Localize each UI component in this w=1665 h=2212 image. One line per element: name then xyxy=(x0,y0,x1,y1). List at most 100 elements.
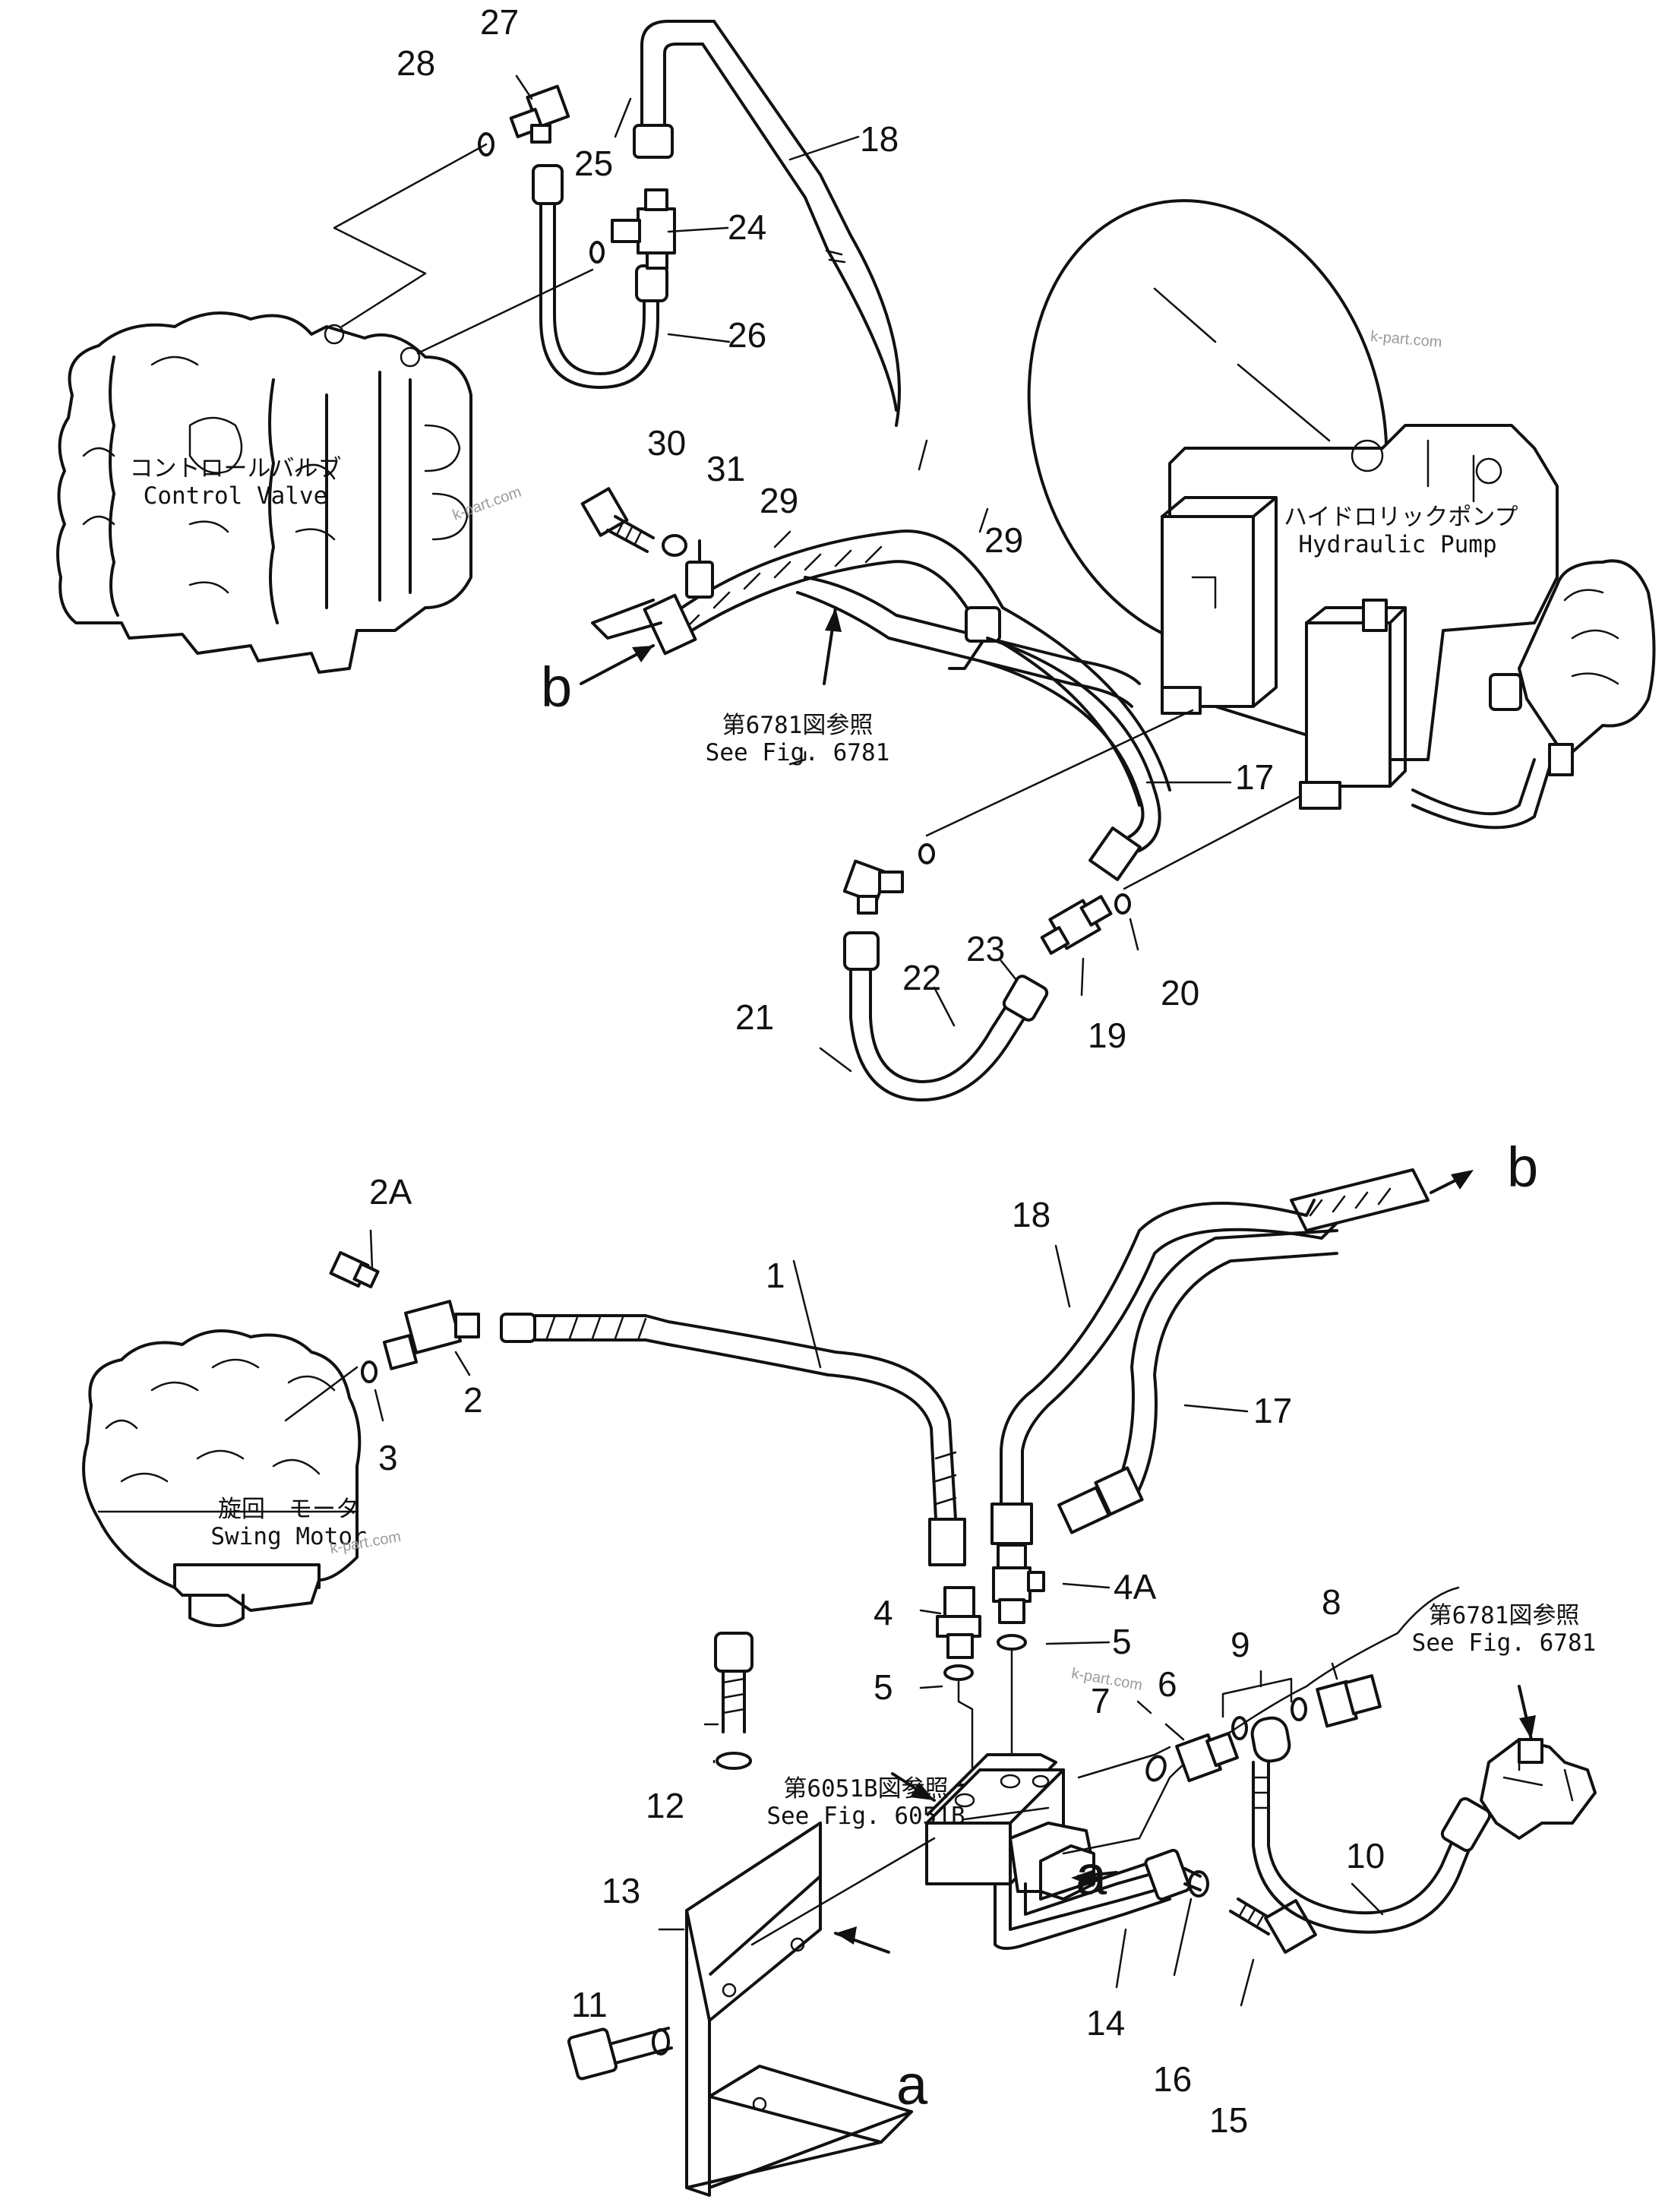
leader-3 xyxy=(284,1366,359,1422)
leader-20 xyxy=(1123,795,1302,890)
hose-18-top xyxy=(633,20,901,427)
o-ring-5-left xyxy=(943,1664,974,1681)
swing-motor xyxy=(82,1329,362,1627)
hose-1 xyxy=(500,1313,966,1566)
callout-31: 31 xyxy=(706,449,746,488)
adapter-6 xyxy=(1175,1731,1239,1783)
callout-4: 4 xyxy=(874,1593,893,1632)
callout-5-right: 5 xyxy=(1112,1622,1132,1661)
o-ring-20 xyxy=(1114,893,1131,915)
callout-leaders xyxy=(369,74,1384,2007)
bracket-11 xyxy=(685,1822,913,2197)
callout-20: 20 xyxy=(1161,973,1200,1013)
ref-fig-6781-right-en: See Fig. 6781 xyxy=(1411,1629,1597,1657)
label-hydraulic-pump: ハイドロリックポンプ Hydraulic Pump xyxy=(1284,504,1518,558)
callout-a-top: a xyxy=(1076,1844,1107,1907)
mounting-bolt xyxy=(567,2027,673,2081)
label-control-valve: コントロールバルブ Control Valve xyxy=(122,455,349,510)
callout-8: 8 xyxy=(1322,1582,1341,1622)
washer-16 xyxy=(1188,1870,1209,1898)
callout-18-top: 18 xyxy=(860,119,899,159)
o-ring-9-left xyxy=(1231,1716,1248,1740)
label-control-valve-en: Control Valve xyxy=(143,482,328,510)
hose-21 xyxy=(843,931,1049,1102)
arrow-a-bottom-head xyxy=(836,1926,857,1945)
callout-28: 28 xyxy=(397,43,436,83)
callout-2a: 2A xyxy=(369,1172,412,1212)
clamp-29-left xyxy=(685,539,714,599)
pressure-switch xyxy=(1480,1738,1597,1840)
leader-5-left xyxy=(957,1679,974,1771)
ref-arrow-6051b-head xyxy=(910,1782,934,1800)
callout-29-left: 29 xyxy=(760,481,799,520)
callout-14: 14 xyxy=(1086,2003,1126,2043)
connector-4 xyxy=(936,1586,981,1659)
callout-16: 16 xyxy=(1153,2059,1193,2099)
label-hydraulic-pump-jp: ハイドロリックポンプ xyxy=(1284,504,1518,531)
callout-b-top: b xyxy=(541,656,573,719)
hose-26 xyxy=(532,164,668,389)
bolt-30 xyxy=(580,487,655,553)
solenoid-valve-block xyxy=(925,1753,1179,1950)
callout-13: 13 xyxy=(602,1871,641,1910)
callout-21: 21 xyxy=(735,997,775,1037)
callout-26: 26 xyxy=(728,315,767,355)
hose-10 xyxy=(1250,1716,1492,1934)
label-swing-motor: 旋回 モータ Swing Motor xyxy=(182,1496,395,1550)
arrow-a-top-head xyxy=(1071,1870,1094,1887)
plug-8 xyxy=(1316,1674,1382,1728)
leader-11-valve xyxy=(750,1837,936,1946)
ref-arrow-6781-right-head xyxy=(1519,1715,1536,1740)
label-swing-motor-en: Swing Motor xyxy=(210,1522,367,1550)
hose-bundle-top xyxy=(591,529,1171,807)
bolt-15 xyxy=(1229,1898,1317,1954)
tee-fitting-24 xyxy=(611,188,676,270)
label-hydraulic-pump-en: Hydraulic Pump xyxy=(1298,530,1497,558)
hose-17-top xyxy=(978,637,1161,881)
callout-10: 10 xyxy=(1346,1836,1385,1875)
ref-arrow-6781-top-head xyxy=(825,608,842,632)
callout-5-left: 5 xyxy=(874,1667,893,1707)
callout-17-bottom: 17 xyxy=(1253,1391,1293,1430)
o-ring-28 xyxy=(478,132,494,156)
connector-14 xyxy=(1144,1848,1202,1901)
callout-24: 24 xyxy=(728,207,767,247)
adapter-2a xyxy=(329,1250,380,1289)
ref-leader-6051b xyxy=(963,1806,1050,1821)
callout-2: 2 xyxy=(463,1380,483,1420)
leader-25 xyxy=(416,268,594,355)
callout-b-bottom: b xyxy=(1507,1136,1539,1199)
callout-17-top: 17 xyxy=(1235,757,1275,797)
arrow-b-bottom-head xyxy=(1451,1170,1474,1190)
control-valve xyxy=(56,311,472,674)
callout-12: 12 xyxy=(646,1786,685,1825)
hydraulic-pump xyxy=(1027,199,1656,830)
callout-29-right: 29 xyxy=(984,520,1024,560)
callout-6: 6 xyxy=(1158,1664,1177,1704)
callout-9: 9 xyxy=(1231,1625,1250,1664)
ref-fig-6781-top: 第6781図参照 See Fig. 6781 xyxy=(684,712,911,766)
o-ring-5-right xyxy=(997,1634,1027,1651)
ref-fig-6781-top-en: See Fig. 6781 xyxy=(705,738,890,766)
callout-23: 23 xyxy=(966,929,1006,969)
ref-fig-6781-top-jp: 第6781図参照 xyxy=(722,712,874,739)
arrow-b-top-head xyxy=(632,646,653,662)
bolt-12 xyxy=(714,1632,754,1733)
ref-fig-6051b-jp: 第6051B図参照 xyxy=(783,1775,949,1803)
o-ring-3 xyxy=(361,1360,378,1383)
o-ring-9-right xyxy=(1291,1697,1307,1721)
tee-fitting-19 xyxy=(1040,895,1113,955)
elbow-fitting-2 xyxy=(382,1300,480,1370)
ref-fig-6051b: 第6051B図参照 See Fig. 6051B xyxy=(752,1775,980,1830)
callout-30: 30 xyxy=(647,423,687,463)
callout-a-bottom: a xyxy=(896,2053,928,2116)
elbow-fitting-27 xyxy=(509,84,570,144)
label-swing-motor-jp: 旋回 モータ xyxy=(218,1496,359,1523)
callout-18-bottom: 18 xyxy=(1012,1195,1051,1234)
bracket-9 xyxy=(1221,1677,1293,1718)
label-control-valve-jp: コントロールバルブ xyxy=(129,455,342,482)
callout-25: 25 xyxy=(574,144,614,183)
arrow-b-bottom-shaft xyxy=(1430,1177,1460,1194)
clamp-29-right xyxy=(948,606,1001,670)
